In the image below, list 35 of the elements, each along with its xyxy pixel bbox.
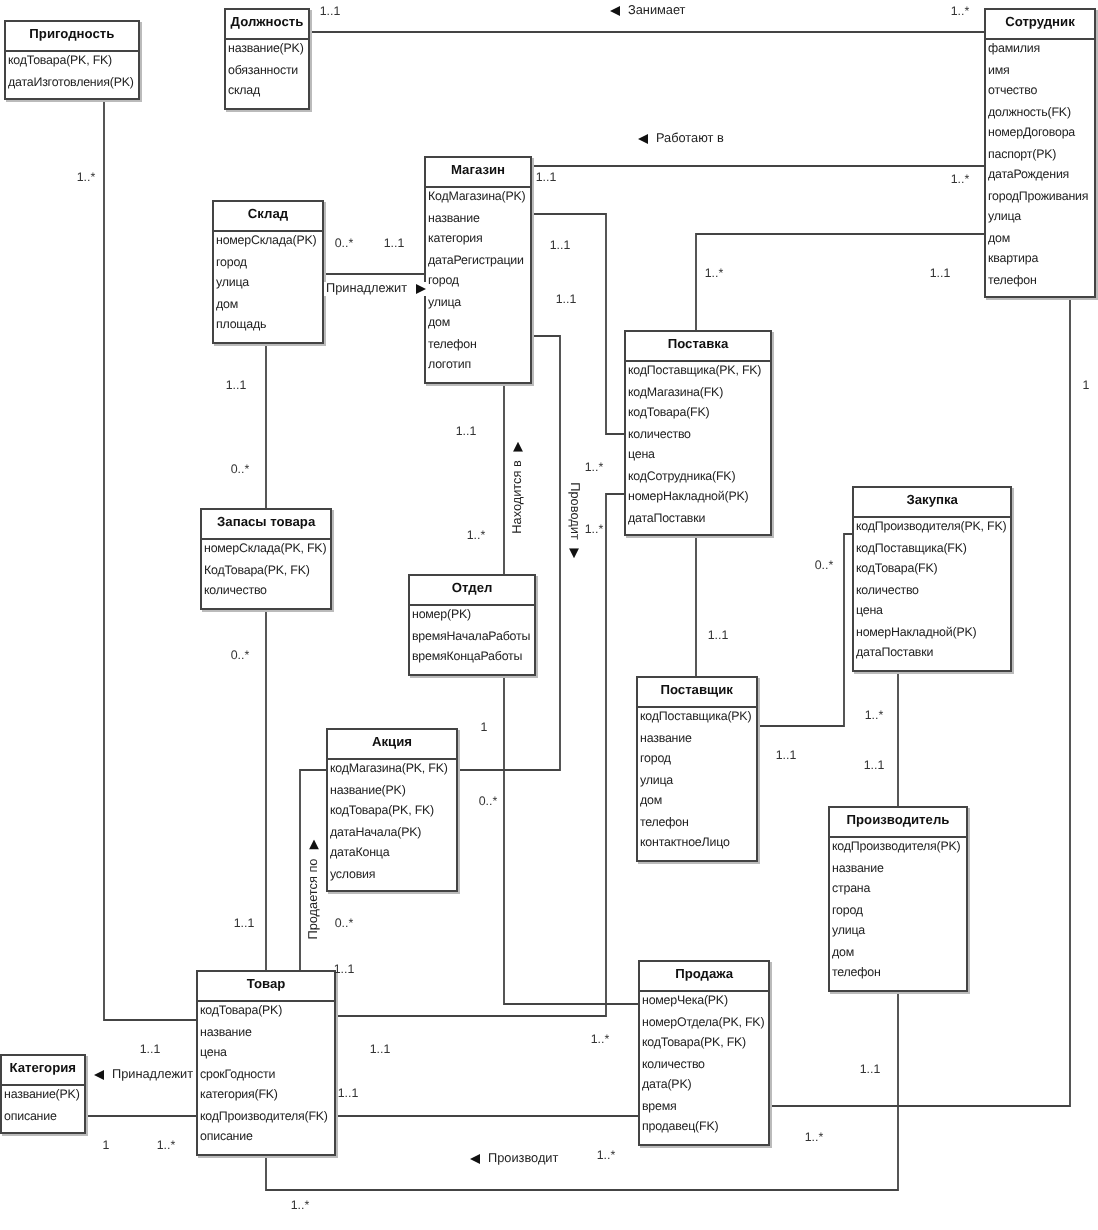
relationship-line: [457, 335, 561, 771]
relationship-line: [335, 1115, 639, 1117]
entity-box: [0, 1054, 86, 1134]
entity-box: [196, 970, 336, 1155]
entity-box: [408, 574, 537, 675]
relationship-line: [695, 535, 697, 677]
relationship-line: [335, 493, 625, 1017]
entity-box: [624, 330, 772, 536]
relationship-line: [531, 213, 625, 435]
relationship-line: [265, 343, 267, 509]
entity-box: [828, 806, 968, 991]
entity-box: [424, 156, 532, 383]
entity-box: [326, 728, 458, 892]
entity-box: [636, 676, 758, 861]
relationship-line: [769, 297, 1071, 1107]
relationship-line: [531, 165, 985, 167]
entity-box: [200, 508, 333, 609]
relationship-line: [265, 609, 267, 971]
relationship-line: [103, 99, 197, 1021]
entity-box: [224, 8, 310, 109]
relationship-line: [695, 233, 985, 331]
entity-box: [212, 200, 324, 343]
relationship-line: [897, 671, 899, 807]
relationship-line: [265, 991, 899, 1191]
relationship-line: [757, 533, 853, 727]
relationship-line: [299, 769, 327, 971]
relationship-line: [85, 1115, 197, 1117]
relationship-line: [503, 383, 505, 575]
relationship-line: [503, 675, 639, 1005]
relationship-line: [309, 31, 985, 33]
relationship-line: [323, 273, 425, 275]
entity-box: [984, 8, 1096, 298]
entity-box: [852, 486, 1013, 671]
entity-box: [4, 20, 140, 100]
entity-box: [638, 960, 771, 1145]
